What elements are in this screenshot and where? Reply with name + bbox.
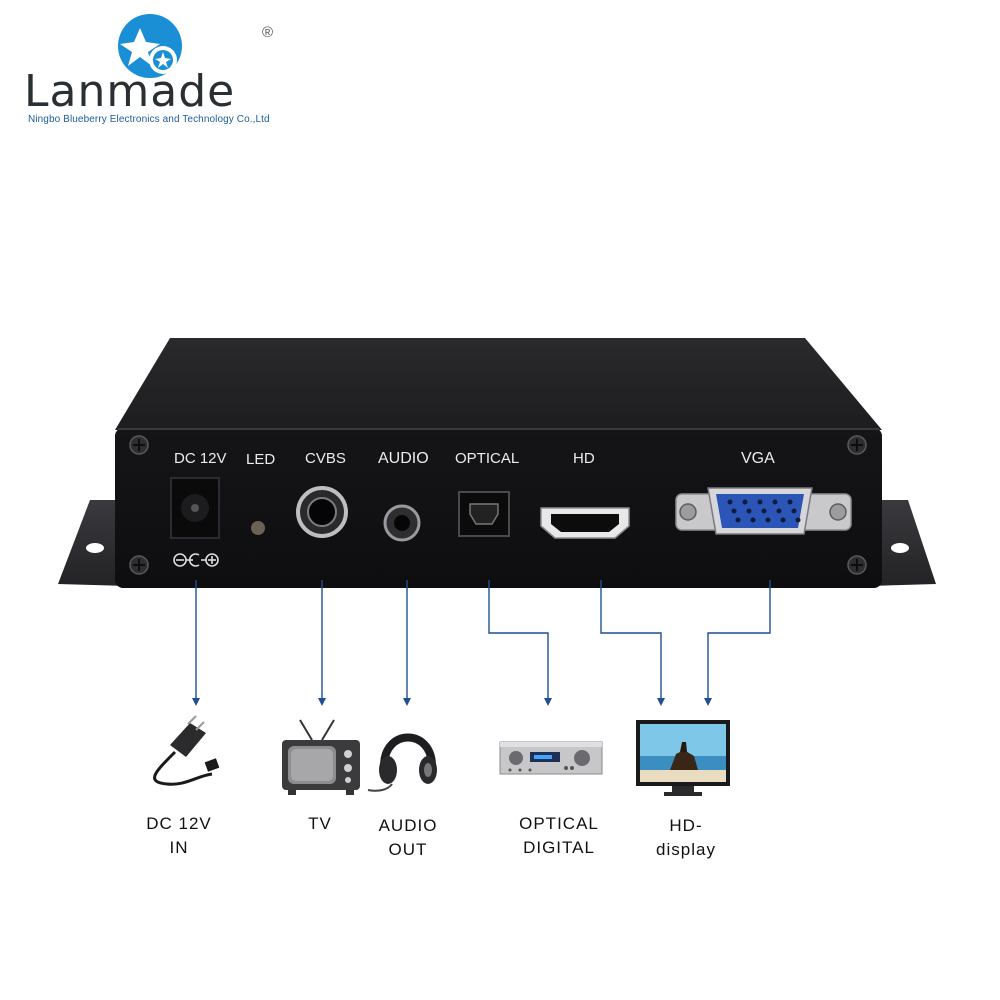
led-indicator [251, 521, 265, 535]
port-label-hd: HD [573, 450, 595, 467]
caption-line: TV [308, 814, 332, 833]
port-label-led: LED [246, 451, 276, 468]
tv-icon [282, 719, 360, 795]
port-label-vga: VGA [741, 450, 775, 467]
brand-name: Lanmade [24, 66, 236, 117]
monitor-icon [636, 720, 730, 796]
caption-optical-digital: OPTICAL DIGITAL [512, 812, 606, 860]
caption-hd-display: HD- display [648, 814, 724, 862]
caption-line: HD- [669, 816, 703, 835]
caption-line: DIGITAL [523, 838, 595, 857]
device-top [115, 338, 882, 430]
port-label-audio: AUDIO [378, 450, 429, 467]
headphones-icon [367, 733, 437, 792]
mount-flange-left [58, 500, 128, 586]
port-label-optical: OPTICAL [455, 450, 520, 467]
mount-flange-right [870, 500, 936, 586]
power-adapter-icon [153, 715, 220, 786]
registered-mark: ® [262, 24, 274, 41]
vga-port [675, 487, 852, 535]
caption-line: display [656, 840, 716, 859]
caption-line: IN [169, 838, 189, 857]
polarity-icon [173, 553, 219, 567]
caption-line: OUT [388, 840, 428, 859]
amplifier-icon [499, 741, 603, 775]
brand-tagline: Ningbo Blueberry Electronics and Technol… [28, 114, 270, 125]
caption-tv: TV [296, 812, 344, 836]
caption-dc-in: DC 12V IN [138, 812, 220, 860]
port-label-dc: DC 12V [174, 450, 227, 467]
caption-line: AUDIO [378, 816, 438, 835]
port-label-cvbs: CVBS [305, 450, 346, 467]
caption-line: OPTICAL [519, 814, 599, 833]
caption-audio-out: AUDIO OUT [372, 814, 444, 862]
caption-line: DC 12V [146, 814, 212, 833]
